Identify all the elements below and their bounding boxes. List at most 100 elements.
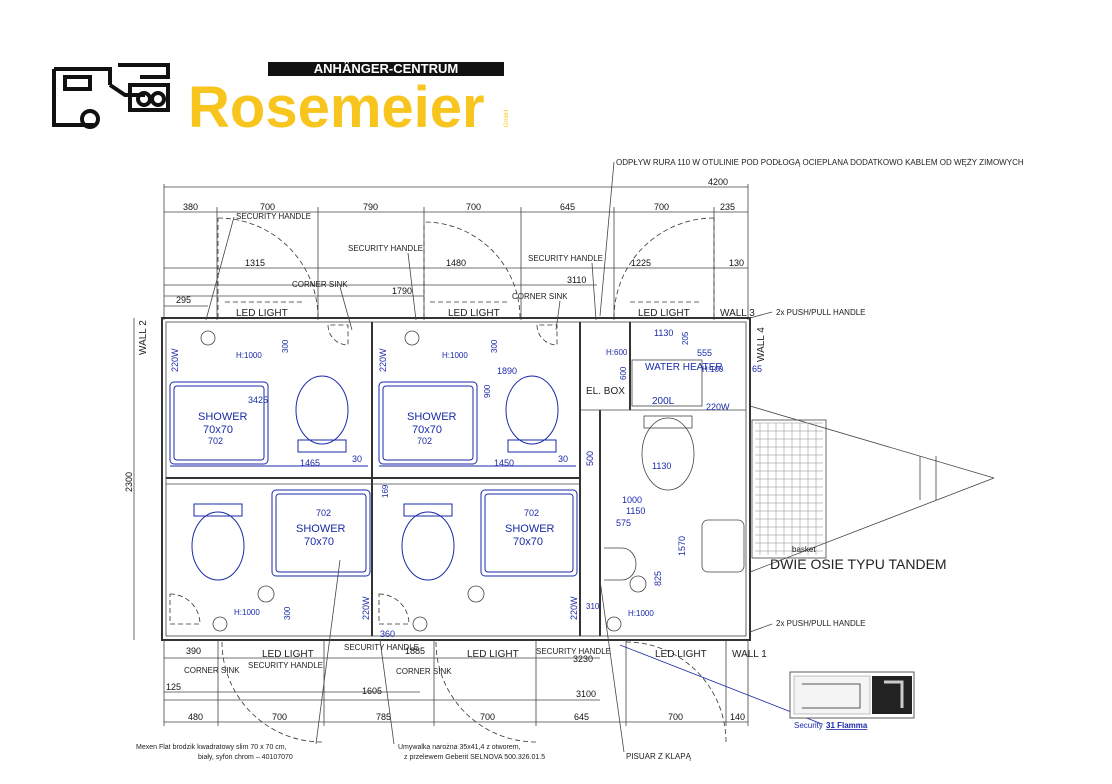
dim-390: 390 [186, 646, 201, 656]
v220-3: 220W [361, 596, 371, 620]
truck-trailer-icon [52, 63, 170, 129]
led-light-top-3: LED LIGHT [638, 308, 690, 319]
v220-1: 220W [170, 348, 180, 372]
cabin-2: SHOWER 70x70 702 H:1000 220W 300 1890 90… [378, 324, 559, 465]
dim-1605: 1605 [362, 686, 382, 696]
dim-1465: 1465 [300, 458, 320, 468]
shower-label-1: SHOWER [198, 411, 248, 423]
dim-645: 645 [560, 202, 575, 212]
dim-700-d: 700 [272, 712, 287, 722]
security-handle-5: SECURITY HANDLE [248, 661, 323, 670]
bottom-annotations: SECURITY HANDLE SECURITY HANDLE SECURITY… [163, 640, 749, 726]
dim-1150: 1150 [626, 506, 645, 516]
wall-4-label: WALL 4 [756, 327, 767, 362]
led-light-bottom-1: LED LIGHT [262, 649, 314, 660]
dim-295: 295 [176, 295, 191, 305]
h1000-2: H:1000 [442, 351, 468, 360]
push-pull-handle-bottom: 2x PUSH/PULL HANDLE [776, 619, 866, 628]
security-handle-6: SECURITY HANDLE [536, 647, 611, 656]
led-light-top-2: LED LIGHT [448, 308, 500, 319]
cabin-3: 702 SHOWER 70x70 H:1000 300 220W 169 [169, 484, 390, 632]
banner-text: ANHÄNGER-CENTRUM [314, 61, 458, 76]
dim-300-1: 300 [281, 339, 290, 353]
security-handle-3: SECURITY HANDLE [528, 254, 603, 263]
dim-1885: 1885 [405, 646, 425, 656]
dim-900: 900 [483, 384, 492, 398]
dim-3425: 3425 [248, 395, 268, 405]
dim-702-2: 702 [417, 436, 432, 446]
top-door-arcs [217, 217, 715, 319]
dim-702-3: 702 [316, 508, 331, 518]
dim-500: 500 [585, 451, 595, 466]
dim-1130-mid: 1130 [652, 461, 671, 471]
h600-label: H:600 [606, 348, 628, 357]
dim-1570: 1570 [677, 536, 687, 556]
push-pull-handle-top: 2x PUSH/PULL HANDLE [776, 308, 866, 317]
bottom-door-arcs [221, 641, 727, 743]
shower-label-4: SHOWER [505, 523, 555, 535]
shower-size-3: 70x70 [304, 536, 334, 548]
dim-1130-top: 1130 [654, 328, 673, 338]
dim-700-a: 700 [260, 202, 275, 212]
v220-2: 220W [378, 348, 388, 372]
drawbar: basket [749, 405, 995, 573]
dim-1225: 1225 [631, 258, 651, 268]
dim-702-4: 702 [524, 508, 539, 518]
top-annotations: SECURITY HANDLE SECURITY HANDLE SECURITY… [205, 212, 603, 331]
security-label: Security [794, 721, 823, 730]
dim-310: 310 [586, 602, 600, 611]
dim-825: 825 [653, 571, 663, 586]
wall-2-label: WALL 2 [138, 320, 149, 355]
led-light-top-1: LED LIGHT [236, 308, 288, 319]
dim-3230: 3230 [573, 654, 593, 664]
shower-label-3: SHOWER [296, 523, 346, 535]
cabin-4: 702 SHOWER 70x70 220W [378, 489, 579, 632]
dim-65: 65 [752, 364, 762, 374]
dim-1480: 1480 [446, 258, 466, 268]
security-handle-4: SECURITY HANDLE [344, 643, 419, 652]
led-light-bottom-2: LED LIGHT [467, 649, 519, 660]
corner-sink-3: CORNER SINK [184, 666, 240, 675]
v220-5: 220W [706, 402, 730, 412]
dim-1790: 1790 [392, 286, 412, 296]
shower-size-4: 70x70 [513, 536, 543, 548]
security-handle-1: SECURITY HANDLE [236, 212, 311, 221]
el-box-label: EL. BOX [586, 386, 625, 397]
dim-300-3: 300 [283, 606, 292, 620]
heater-volume: 200L [652, 396, 675, 407]
corner-sink-4: CORNER SINK [396, 667, 452, 676]
corner-sink-1: CORNER SINK [292, 280, 348, 289]
wall-3-label: WALL 3 [720, 308, 755, 319]
dim-790: 790 [363, 202, 378, 212]
shower-tray-note: Mexen Flat brodzik kwadratowy slim 70 x … [136, 744, 287, 751]
security-handle-thumbnail [789, 671, 915, 719]
brand-name: Rosemeier [188, 75, 485, 135]
dim-3100: 3100 [576, 689, 596, 699]
interior-partitions [166, 322, 746, 636]
dim-2300: 2300 [124, 472, 134, 492]
dim-1890: 1890 [497, 366, 517, 376]
led-light-bottom-3: LED LIGHT [655, 649, 707, 660]
h1000-3: H:1000 [234, 608, 260, 617]
dim-700-f: 700 [668, 712, 683, 722]
water-heater-label: WATER HEATER [645, 362, 723, 373]
dim-169: 169 [381, 484, 390, 498]
security-handle-2: SECURITY HANDLE [348, 244, 423, 253]
dim-380: 380 [183, 202, 198, 212]
h100-label: H:100 [702, 365, 724, 374]
dim-30-1: 30 [352, 454, 362, 464]
flamma-label: 31 Flamma [826, 721, 868, 730]
corner-sink-2: CORNER SINK [512, 292, 568, 301]
dim-1000: 1000 [622, 495, 642, 505]
dim-645-b: 645 [574, 712, 589, 722]
dim-700-c: 700 [654, 202, 669, 212]
dim-700-e: 700 [480, 712, 495, 722]
dim-785: 785 [376, 712, 391, 722]
dim-1450: 1450 [494, 458, 514, 468]
drain-note: ODPŁYW RURA 110 W OTULINIE POD PODŁOGĄ O… [616, 158, 1024, 167]
dim-1315: 1315 [245, 258, 265, 268]
dim-235: 235 [720, 202, 735, 212]
dim-125: 125 [166, 682, 181, 692]
dim-3110: 3110 [567, 275, 586, 285]
